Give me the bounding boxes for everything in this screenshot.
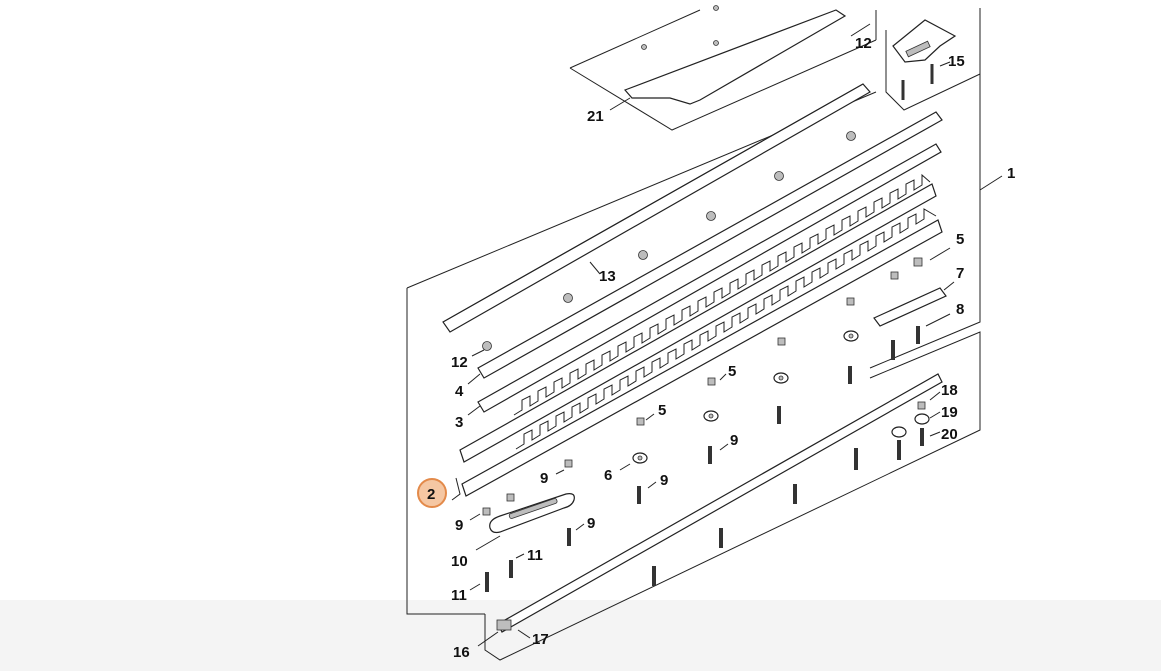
leader-9e: [469, 513, 481, 521]
part-label-9d[interactable]: 9: [587, 515, 595, 532]
inset-21-outline: [569, 9, 877, 131]
cover-plate-21: [623, 9, 847, 105]
leader-5c: [645, 413, 655, 421]
leader-9b: [647, 481, 657, 489]
part-label-9b[interactable]: 9: [660, 472, 668, 489]
selected-part-ring: [417, 478, 447, 508]
bar-13-edge: [442, 83, 864, 323]
leader-11b: [469, 583, 481, 591]
leader-19: [929, 411, 941, 419]
leader-9d: [575, 523, 585, 531]
part-label-9c[interactable]: 9: [540, 470, 548, 487]
leader-1: [979, 175, 1003, 191]
leader-5b: [719, 373, 727, 381]
part-label-20[interactable]: 20: [941, 426, 958, 443]
nuts-12: [482, 131, 856, 351]
leader-21: [609, 97, 631, 111]
leader-9c: [555, 469, 565, 475]
leader-16: [477, 631, 499, 647]
part-label-13[interactable]: 13: [599, 268, 616, 285]
rail-end-17: [496, 619, 512, 631]
spacer-5a: [913, 257, 923, 267]
leader-4: [467, 373, 481, 385]
leader-12-top: [850, 23, 871, 37]
bottom-shade: [0, 600, 1161, 671]
part-label-11b[interactable]: 11: [451, 587, 467, 604]
plate-10: [489, 493, 575, 534]
spacers-small: [482, 271, 899, 516]
slot: [905, 40, 931, 58]
part-label-3[interactable]: 3: [455, 414, 463, 431]
part-label-11a[interactable]: 11: [527, 547, 543, 564]
spacer-18: [917, 401, 926, 410]
leader-8: [925, 313, 951, 327]
washer-19: [914, 413, 930, 425]
leader-12: [471, 349, 485, 357]
leader-20: [929, 431, 941, 437]
leader-7: [943, 281, 955, 291]
part-label-19[interactable]: 19: [941, 404, 958, 421]
part-label-21[interactable]: 21: [587, 108, 604, 125]
leader-6: [619, 463, 631, 471]
part-label-15[interactable]: 15: [948, 53, 965, 70]
part-label-16[interactable]: 16: [453, 644, 470, 661]
dot: [641, 44, 647, 50]
bracket-15: [892, 19, 957, 63]
part-label-18[interactable]: 18: [941, 382, 958, 399]
selected-part-marker[interactable]: [418, 479, 446, 507]
part-label-5b[interactable]: 5: [728, 363, 736, 380]
part-label-8[interactable]: 8: [956, 301, 964, 318]
bar-4: [477, 111, 943, 379]
part-label-5a[interactable]: 5: [956, 231, 964, 248]
leader-17: [517, 629, 531, 639]
part-label-6[interactable]: 6: [604, 467, 612, 484]
inset-15-outline: [885, 30, 981, 111]
part-label-1[interactable]: 1: [1007, 165, 1015, 182]
part-label-2[interactable]: 2: [427, 486, 435, 503]
washer-19b: [891, 426, 907, 438]
part-label-7[interactable]: 7: [956, 265, 964, 282]
blade-lower: [461, 208, 943, 497]
part-label-10[interactable]: 10: [451, 553, 468, 570]
washers: [632, 330, 859, 464]
part-label-12a[interactable]: 12: [451, 354, 468, 371]
leader-3: [467, 405, 481, 416]
leader-5a: [929, 247, 951, 261]
leader-9a: [719, 443, 729, 451]
blade-upper: [459, 173, 937, 463]
bolts: [485, 340, 895, 592]
leader-2: [451, 477, 461, 501]
part-label-9a[interactable]: 9: [730, 432, 738, 449]
leader-11a: [515, 553, 525, 559]
rail-bolts: [652, 428, 924, 586]
inset-lower-outline: [484, 331, 981, 661]
leader-18: [929, 391, 941, 401]
assembly-outline: [406, 8, 981, 615]
spacer-7-plate: [873, 287, 947, 327]
leader-13: [589, 261, 601, 275]
part-label-12b[interactable]: 12: [855, 35, 872, 52]
part-label-5c[interactable]: 5: [658, 402, 666, 419]
part-label-17[interactable]: 17: [532, 631, 549, 648]
plate-3: [477, 143, 942, 413]
dot: [713, 40, 719, 46]
part-label-9e[interactable]: 9: [455, 517, 463, 534]
leader-15: [939, 61, 951, 67]
dot: [713, 5, 719, 11]
leader-10: [475, 535, 501, 551]
part-label-4[interactable]: 4: [455, 383, 464, 400]
